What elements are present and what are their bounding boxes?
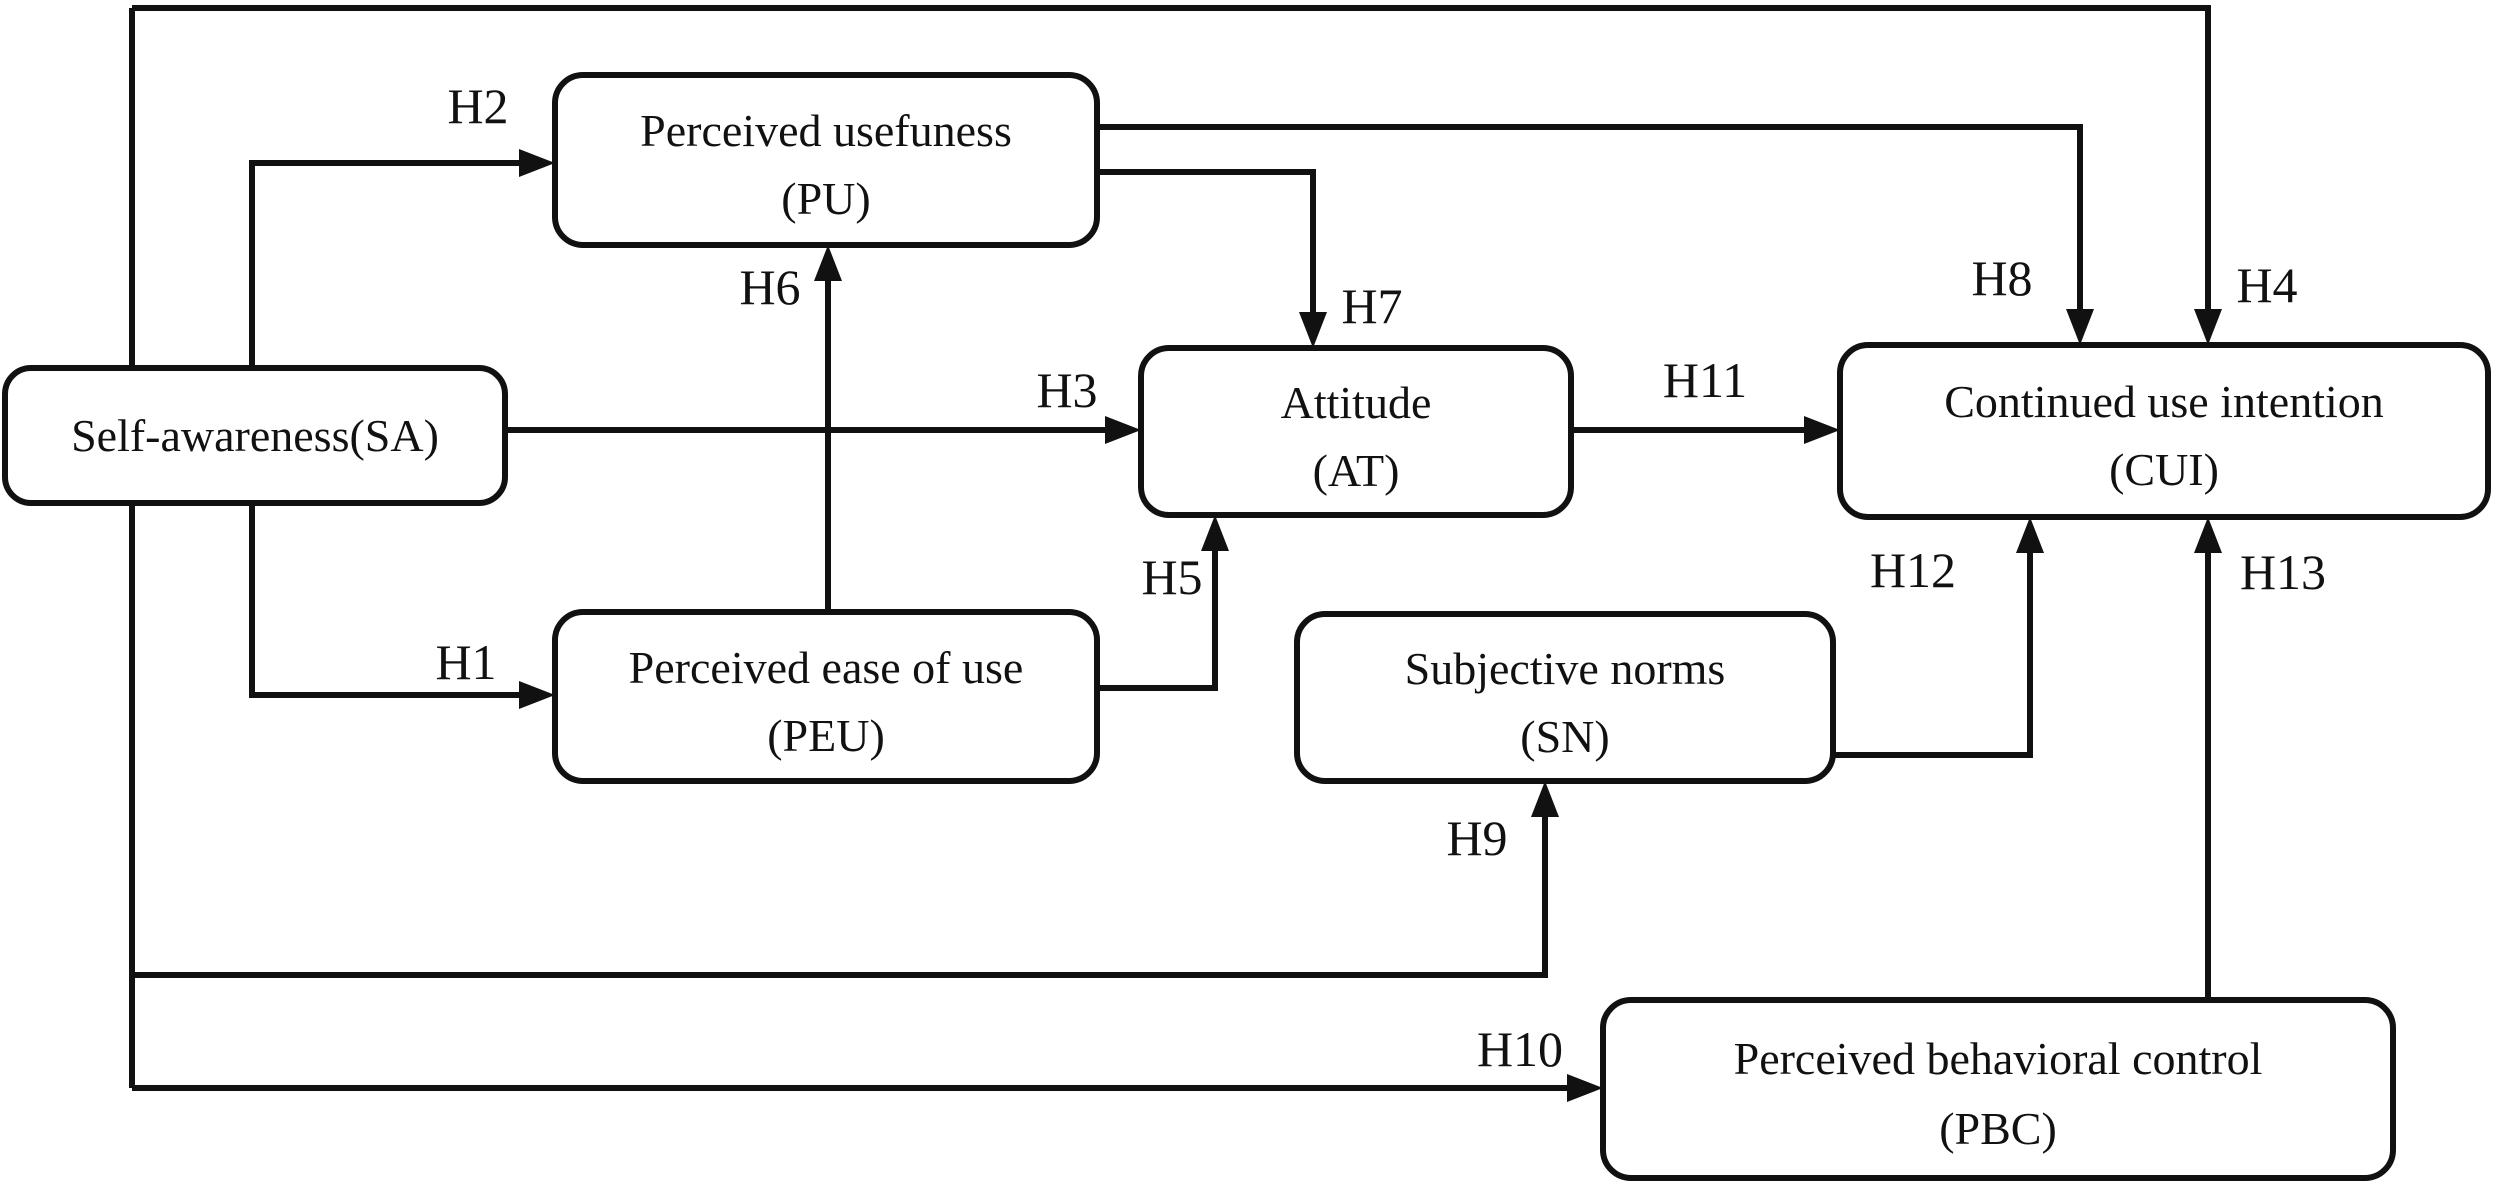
node-pbc-box [1600,997,2396,1181]
edge-h8-line [1097,124,2083,333]
edge-label-h9: H9 [1446,810,1507,866]
edge-label-h11: H11 [1663,352,1747,408]
node-pbc-label-line1: Perceived behavioral control [1734,1033,2263,1084]
edge-label-h8: H8 [1971,250,2032,306]
edge-h4-line [132,5,2211,331]
arrowhead-h9 [1531,781,1559,817]
edge-label-h12: H12 [1870,542,1956,598]
node-cui-label-line1: Continued use intention [1944,376,2384,427]
arrowhead-h10 [1567,1074,1603,1102]
node-sa-box [2,365,508,506]
node-peu: Perceived ease of use (PEU) [552,609,1100,784]
node-peu-label-line1: Perceived ease of use [629,642,1024,693]
edge-label-h6: H6 [739,259,800,315]
node-at: Attitude (AT) [1138,345,1574,518]
node-pu: Perceived usefuness (PU) [552,72,1100,248]
node-at-box [1138,345,1574,518]
arrowheads [519,149,2222,1102]
edge-label-h7: H7 [1341,278,1402,334]
node-cui-label-line2: (CUI) [2109,444,2219,495]
edge-label-h13: H13 [2240,544,2326,600]
node-pu-label-line1: Perceived usefuness [640,105,1012,156]
arrowhead-h11 [1804,416,1840,444]
edge-h7-line [1097,169,1316,336]
edge-h9-line [132,793,1548,978]
arrowhead-h7 [1299,312,1327,348]
edge-label-h10: H10 [1477,1021,1563,1077]
node-at-label-line2: (AT) [1313,445,1400,496]
node-peu-box [552,609,1100,784]
arrowhead-h1 [519,681,555,709]
node-at-label-line1: Attitude [1281,377,1432,428]
node-sn-label-line1: Subjective norms [1405,643,1726,694]
node-cui-box [1837,342,2491,520]
node-pbc-label-line2: (PBC) [1939,1103,2057,1154]
arrowhead-h5 [1201,515,1229,551]
node-peu-label-line2: (PEU) [767,710,885,761]
arrowhead-h4 [2194,309,2222,345]
arrowhead-h6 [814,245,842,281]
node-cui: Continued use intention (CUI) [1837,342,2491,520]
node-pu-label-line2: (PU) [781,173,870,224]
arrowhead-h8 [2066,309,2094,345]
edge-label-h3: H3 [1036,362,1097,418]
edge-label-h4: H4 [2236,257,2297,313]
edge-h1-line [249,503,541,698]
edge-h5-line [1097,527,1218,691]
edge-label-h1: H1 [435,634,496,690]
arrowhead-h12 [2016,517,2044,553]
edge-label-h5: H5 [1141,549,1202,605]
node-pu-box [552,72,1100,248]
node-pbc: Perceived behavioral control (PBC) [1600,997,2396,1181]
node-sa-label: Self-awareness(SA) [71,410,439,461]
edge-lines [129,5,2211,1091]
arrowhead-h2 [519,149,555,177]
arrowhead-h13 [2194,517,2222,553]
edge-h2-line [249,160,541,368]
node-sn: Subjective norms (SN) [1294,611,1836,784]
node-sn-box [1294,611,1836,784]
arrowhead-h3 [1105,416,1141,444]
edge-labels: H1 H2 H3 H4 H5 H6 H7 H8 H9 H10 H11 H12 H… [435,78,2326,1077]
node-sa: Self-awareness(SA) [2,365,508,506]
edge-h12-line [1833,529,2033,758]
node-sn-label-line2: (SN) [1520,711,1609,762]
edge-label-h2: H2 [447,78,508,134]
